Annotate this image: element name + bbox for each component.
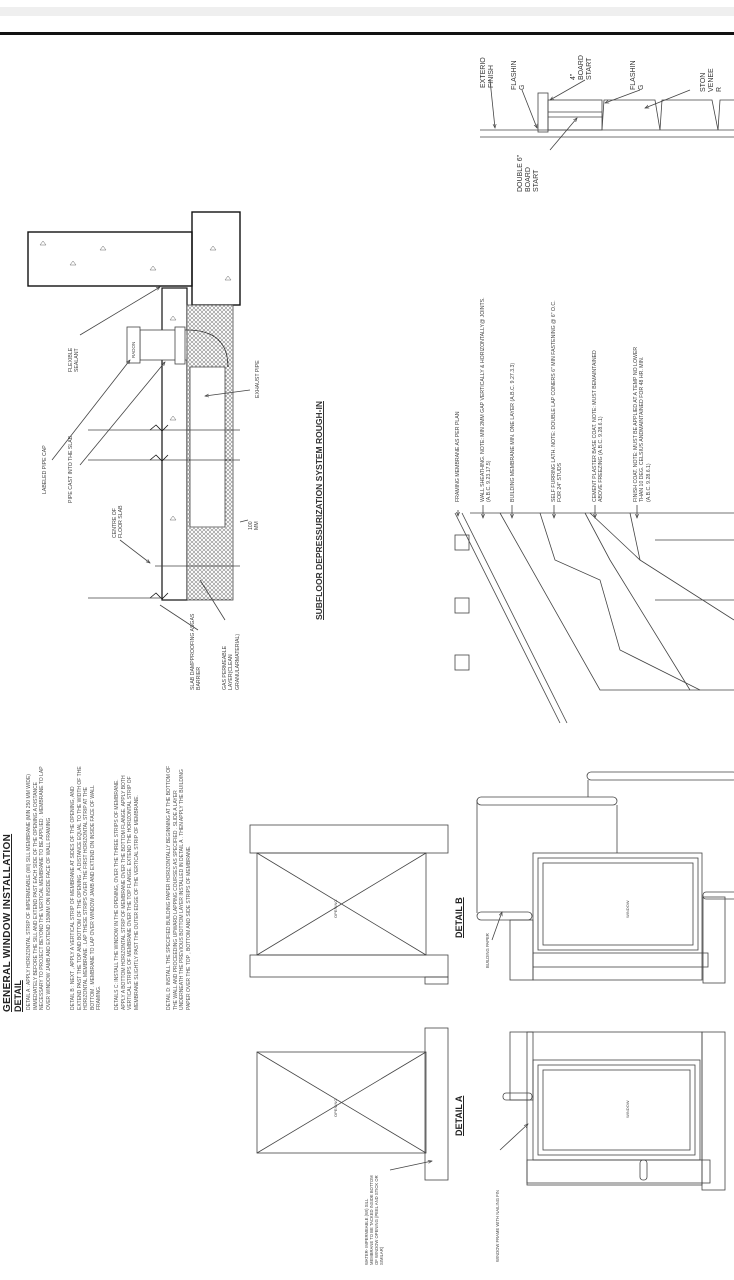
- stone-veneer-label: STON VENEE R: [700, 68, 723, 92]
- stucco-wall-layers: [454, 505, 734, 724]
- detail-c-note: DETAILS C: INSTALL THE WINDOW IN THE OPE…: [114, 775, 140, 1010]
- stone-veneer-section: [480, 79, 734, 151]
- window-b-label: WINDOW: [625, 900, 630, 918]
- opening-a-label: OPENING: [333, 1098, 338, 1117]
- stucco-label-base-coat: CEMENT PLASTER BASE COAT. NOTE: MUST BEM…: [592, 350, 605, 502]
- flexible-sealant-label: FLEXIBLE SEALANT: [68, 347, 81, 372]
- sheet-border: [0, 32, 734, 35]
- gas-permeable-label: GAS PERMEABLE LAYER(CLEAN GRANULARMATERI…: [222, 633, 241, 690]
- radon-section: [27, 211, 251, 631]
- dampproofing-label: SLAB DAMPPROOFING ASGAS BARRIER: [190, 613, 203, 690]
- sill-membrane-note: WATER- IMPERMEABLE (WI) SILL MEMBRANE TO…: [364, 1175, 384, 1265]
- window-a-label: WINDOW: [625, 1100, 630, 1118]
- building-paper-note: BUILDING PAPER: [485, 933, 490, 968]
- detail-b-note: DETAIL B : NEXT , APPLY A VERTICAL STRIP…: [70, 766, 103, 1010]
- centre-slab-label: CENTRE OF FLOOR SLAB: [112, 505, 125, 538]
- browser-toolbar: [0, 7, 734, 16]
- nailing-fin-note: WINDOW FRAME WITH NAILING FIN: [495, 1190, 500, 1262]
- labeled-pipe-cap-label: LABELED PIPE CAP: [42, 445, 48, 494]
- flashing-label-2: FLASHIN G: [630, 60, 645, 90]
- stucco-label-finish-coat: FINISH COAT. NOTE: MUST BE APPLIED AT A …: [633, 346, 652, 502]
- double-board-label: DOUBLE 6" BOARD START: [517, 154, 540, 192]
- slab-thickness-label: 100 MM: [248, 521, 261, 530]
- stucco-label-lath: SELF FURRING LATH. NOTE: DOUBLE LAP CONE…: [551, 300, 564, 502]
- window-install-title: GENERAL WINDOW INSTALLATION: [2, 833, 13, 1012]
- exterior-finish-label: EXTERIO FINISH: [480, 57, 495, 88]
- detail-b-opening: [249, 824, 449, 985]
- detail-a-note: DETAIL A : APPLY HORIZONTAL STRIP OF IMP…: [26, 766, 52, 1010]
- board-start-label: 4" BOARD START: [570, 55, 593, 80]
- detail-a-opening: [256, 1027, 449, 1181]
- flashing-label-1: FLASHIN G: [511, 60, 526, 90]
- detail-b-window: [476, 771, 734, 984]
- stucco-label-framing: FRAMING MEMBRANE AS PER PLAN: [455, 411, 461, 502]
- radon-title: SUBFLOOR DEPRESSURIZATION SYSTEM ROUGH-I…: [314, 401, 324, 620]
- stucco-label-sheathing: WALL SHEATHING. NOTE: MIN 2MM GAP VERTIC…: [480, 297, 493, 502]
- pipe-cast-label: PIPE CAST INTO THE SLAB: [68, 435, 74, 503]
- window-install-subtitle: DETAIL: [13, 980, 23, 1012]
- detail-b-label: DETAIL B: [454, 897, 464, 938]
- detail-d-note: DETAIL D: INSTALL THE SPECIFIED BUILDING…: [166, 765, 192, 1010]
- opening-b-label: OPENING: [333, 899, 338, 918]
- radon-cap-label: RADON: [131, 341, 136, 358]
- stucco-label-membrane: BUILDING MEMBRANE MIN. ONE LAYER (A.B.C.…: [510, 362, 516, 502]
- exhaust-pipe-label: EXHAUST PIPE: [255, 360, 261, 398]
- detail-a-label: DETAIL A: [454, 1095, 464, 1136]
- detail-a-window: [499, 1031, 726, 1191]
